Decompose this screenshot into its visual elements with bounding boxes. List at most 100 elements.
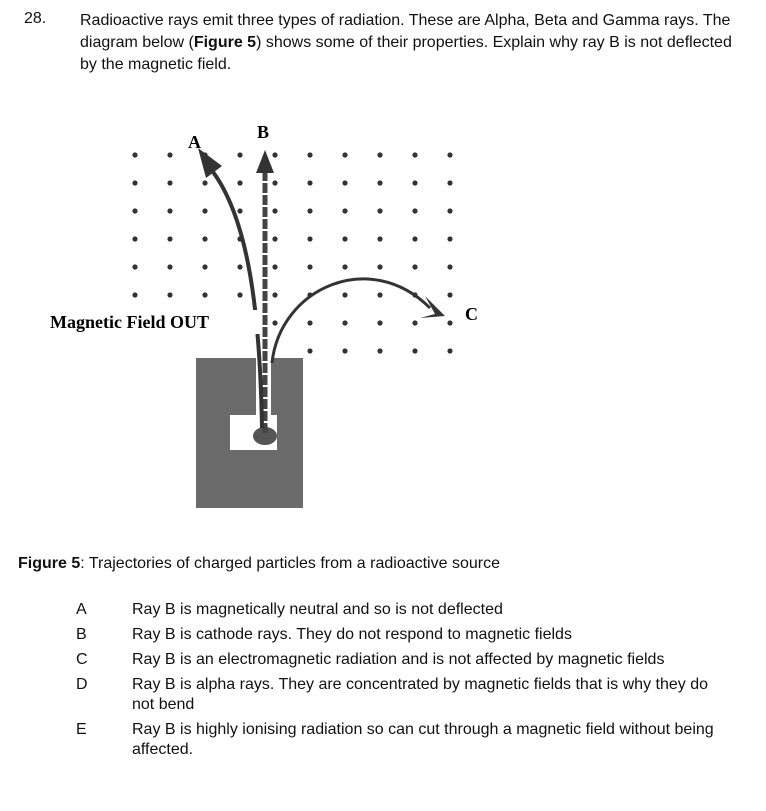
field-dot <box>447 320 453 326</box>
option-letter: E <box>76 721 87 738</box>
field-dot <box>237 292 243 298</box>
field-dot <box>307 264 313 270</box>
radioactive-sample <box>253 427 277 445</box>
field-dot <box>307 208 313 214</box>
question-text: Radioactive rays emit three types of rad… <box>80 10 750 76</box>
field-dot <box>377 292 383 298</box>
field-dot <box>377 152 383 158</box>
field-dot <box>412 264 418 270</box>
field-dot <box>377 236 383 242</box>
question-number: 28. <box>24 10 47 27</box>
field-dot <box>167 236 173 242</box>
field-dot <box>237 180 243 186</box>
field-dot <box>132 180 138 186</box>
field-dot <box>412 152 418 158</box>
field-dot <box>272 152 278 158</box>
ray-c-label: C <box>465 304 478 324</box>
field-label-background <box>48 310 260 334</box>
field-dot <box>377 264 383 270</box>
caption-text: : Trajectories of charged particles from… <box>80 555 500 572</box>
question-text-part2: ) shows some of their properties. Explai… <box>80 34 732 73</box>
field-dot <box>272 292 278 298</box>
field-dot <box>272 236 278 242</box>
field-dot <box>167 292 173 298</box>
field-dot <box>272 180 278 186</box>
magnetic-field-label: Magnetic Field OUT <box>50 312 209 332</box>
option-letter: C <box>76 651 88 668</box>
option-text: Ray B is an electromagnetic radiation an… <box>132 651 665 668</box>
caption-label: Figure 5 <box>18 555 81 572</box>
field-dot <box>132 208 138 214</box>
field-dot <box>447 292 453 298</box>
field-dot <box>237 152 243 158</box>
field-dot <box>412 348 418 354</box>
figure-caption: Figure 5: Trajectories of charged partic… <box>18 555 500 573</box>
field-dot <box>342 236 348 242</box>
field-dot <box>377 348 383 354</box>
option-letter: A <box>76 601 87 618</box>
field-dot <box>342 208 348 214</box>
field-dot <box>342 320 348 326</box>
field-dot <box>342 152 348 158</box>
field-dot <box>342 292 348 298</box>
field-dot <box>167 264 173 270</box>
magnetic-field-dots <box>132 152 453 354</box>
answer-options: A Ray B is magnetically neutral and so i… <box>0 600 766 765</box>
option-e[interactable]: E Ray B is highly ionising radiation so … <box>0 720 766 760</box>
field-dot <box>447 264 453 270</box>
option-a[interactable]: A Ray B is magnetically neutral and so i… <box>0 600 766 620</box>
field-dot <box>307 236 313 242</box>
field-dot <box>412 208 418 214</box>
field-dot <box>412 180 418 186</box>
option-text: Ray B is cathode rays. They do not respo… <box>132 626 572 643</box>
field-dot <box>237 208 243 214</box>
field-dot <box>202 264 208 270</box>
field-dot <box>412 236 418 242</box>
field-dot <box>447 236 453 242</box>
field-dot <box>307 348 313 354</box>
field-dot <box>307 180 313 186</box>
option-letter: D <box>76 676 88 693</box>
option-c[interactable]: C Ray B is an electromagnetic radiation … <box>0 650 766 670</box>
field-dot <box>272 208 278 214</box>
field-dot <box>132 236 138 242</box>
field-dot <box>272 320 278 326</box>
field-dot <box>167 180 173 186</box>
field-dot <box>307 320 313 326</box>
field-dot <box>237 264 243 270</box>
ray-c-path <box>270 277 432 364</box>
figure-reference: Figure 5 <box>193 34 257 51</box>
option-text: Ray B is alpha rays. They are concentrat… <box>132 676 708 713</box>
field-dot <box>202 180 208 186</box>
field-dot <box>132 152 138 158</box>
ray-b-label: B <box>257 122 269 142</box>
question-text-part1: Radioactive rays emit three types of rad… <box>80 12 731 51</box>
ray-b-arrowhead <box>256 150 274 173</box>
ray-a-label: A <box>188 132 201 152</box>
field-dot <box>377 180 383 186</box>
field-dot <box>132 292 138 298</box>
field-dot <box>447 180 453 186</box>
option-d[interactable]: D Ray B is alpha rays. They are concentr… <box>0 675 766 715</box>
ray-a-arrowhead <box>198 148 222 178</box>
field-dot <box>202 292 208 298</box>
field-dot <box>377 208 383 214</box>
field-dot <box>167 208 173 214</box>
field-dot <box>447 348 453 354</box>
ray-c-arrowhead <box>420 296 445 318</box>
field-dot <box>202 236 208 242</box>
field-dot <box>342 180 348 186</box>
field-dot <box>272 264 278 270</box>
field-dot <box>412 320 418 326</box>
field-dot <box>447 208 453 214</box>
field-dot <box>377 320 383 326</box>
radiation-diagram: A B C Magnetic Field OUT <box>48 122 478 508</box>
field-dot <box>342 348 348 354</box>
option-letter: B <box>76 626 87 643</box>
field-dot <box>342 264 348 270</box>
option-text: Ray B is magnetically neutral and so is … <box>132 601 503 618</box>
field-dot <box>167 152 173 158</box>
option-b[interactable]: B Ray B is cathode rays. They do not res… <box>0 625 766 645</box>
ray-a-path <box>208 166 264 429</box>
field-dot <box>307 152 313 158</box>
